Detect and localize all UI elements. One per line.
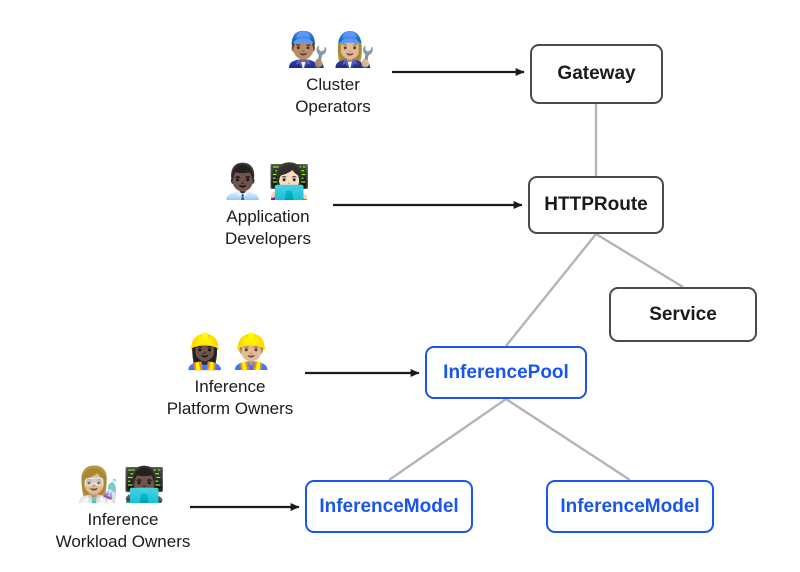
persona-arrows (190, 68, 525, 511)
edge-httproute-inferencepool (505, 233, 597, 347)
node-httproute-label: HTTPRoute (544, 194, 648, 216)
edge-httproute-service (595, 232, 684, 289)
persona-application-developers: 👨🏿‍💼👩🏻‍💻 Application Developers (163, 160, 373, 251)
edge-inferencepool-inferencemodel1 (388, 398, 507, 481)
node-inferencemodel-2-label: InferenceModel (560, 495, 700, 517)
node-inferencemodel-1[interactable]: InferenceModel (305, 480, 473, 533)
node-inferencepool-label: InferencePool (443, 361, 569, 383)
node-gateway-label: Gateway (557, 63, 636, 85)
persona-inference-workload-owners: 👩🏼‍🔬👨🏿‍💻 Inference Workload Owners (18, 463, 228, 554)
cluster-operators-label: Cluster Operators (295, 75, 371, 117)
inference-workload-owners-emoji: 👩🏼‍🔬👨🏿‍💻 (76, 466, 170, 504)
inference-workload-owners-label: Inference Workload Owners (55, 510, 191, 552)
node-httproute[interactable]: HTTPRoute (528, 176, 664, 234)
node-inferencemodel-2[interactable]: InferenceModel (546, 480, 714, 533)
node-inferencemodel-1-label: InferenceModel (319, 495, 459, 517)
node-gateway[interactable]: Gateway (530, 44, 663, 104)
node-inferencepool[interactable]: InferencePool (425, 346, 587, 399)
node-service[interactable]: Service (609, 287, 757, 342)
inference-platform-owners-emoji: 👷🏿‍♀️👷🏼‍♂️ (183, 333, 277, 371)
edge-inferencepool-inferencemodel2 (505, 397, 631, 482)
application-developers-emoji: 👨🏿‍💼👩🏻‍💻 (221, 163, 315, 201)
persona-cluster-operators: 👨🏽‍🔧👩🏼‍🔧 Cluster Operators (228, 28, 438, 119)
node-service-label: Service (649, 303, 717, 325)
inference-platform-owners-label: Inference Platform Owners (166, 377, 294, 419)
cluster-operators-emoji: 👨🏽‍🔧👩🏼‍🔧 (286, 31, 380, 69)
persona-inference-platform-owners: 👷🏿‍♀️👷🏼‍♂️ Inference Platform Owners (125, 330, 335, 421)
application-developers-label: Application Developers (225, 207, 311, 249)
